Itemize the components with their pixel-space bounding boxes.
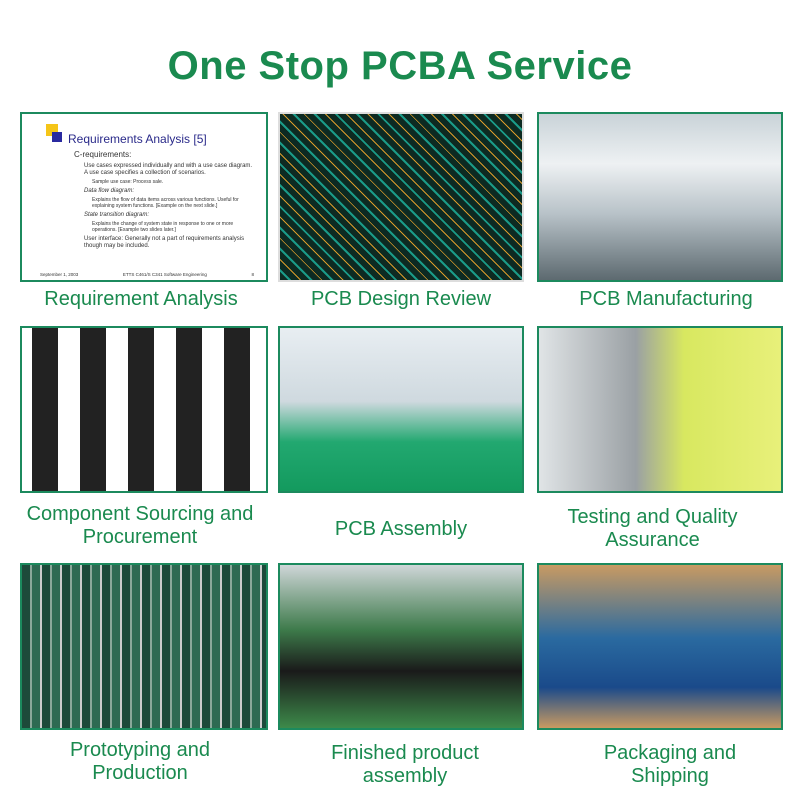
slide-bullet: Explains the change of system state in r… bbox=[92, 221, 234, 233]
packaging-image bbox=[537, 563, 783, 730]
requirement-analysis-image: Requirements Analysis [5] C-requirements… bbox=[20, 112, 268, 282]
slide-bullet: User interface: Generally not a part of … bbox=[84, 236, 245, 249]
service-label: Prototyping and Production bbox=[69, 739, 211, 784]
slide-bullet: Sample use case: Process sale. bbox=[92, 179, 164, 185]
service-label: Requirement Analysis bbox=[44, 288, 238, 310]
slide-bullet: State transition diagram: bbox=[84, 212, 150, 218]
slide-title: Requirements Analysis [5] bbox=[46, 124, 256, 146]
pcb-assembly-image bbox=[278, 326, 524, 493]
slide-footer-course: ETTS C461/S C341 Software Engineering bbox=[122, 272, 207, 277]
page-title: One Stop PCBA Service bbox=[167, 44, 633, 88]
service-label: Component Sourcing and Procurement bbox=[26, 503, 254, 548]
pcb-design-image bbox=[278, 112, 524, 282]
service-label: PCB Manufacturing bbox=[579, 288, 753, 310]
service-label: PCB Assembly bbox=[334, 518, 468, 540]
slide-bullet: Data flow diagram: bbox=[84, 188, 135, 194]
slide-bullet: Use cases expressed individually and wit… bbox=[84, 163, 253, 176]
slide-footer-page: 8 bbox=[251, 272, 254, 277]
service-label: PCB Design Review bbox=[310, 288, 492, 310]
testing-image bbox=[537, 326, 783, 493]
pcb-manufacturing-image bbox=[537, 112, 783, 282]
slide-bullet: Explains the flow of data items across v… bbox=[92, 197, 239, 209]
service-label: Finished product assembly bbox=[331, 742, 479, 787]
finished-product-image bbox=[278, 563, 524, 730]
slide-heading: C-requirements: bbox=[74, 150, 132, 159]
service-label: Packaging and Shipping bbox=[603, 742, 737, 787]
prototyping-image bbox=[20, 563, 268, 730]
slide-footer-date: September 1, 2003 bbox=[40, 272, 79, 277]
components-image bbox=[20, 326, 268, 493]
service-label: Testing and Quality Assurance bbox=[567, 506, 738, 551]
